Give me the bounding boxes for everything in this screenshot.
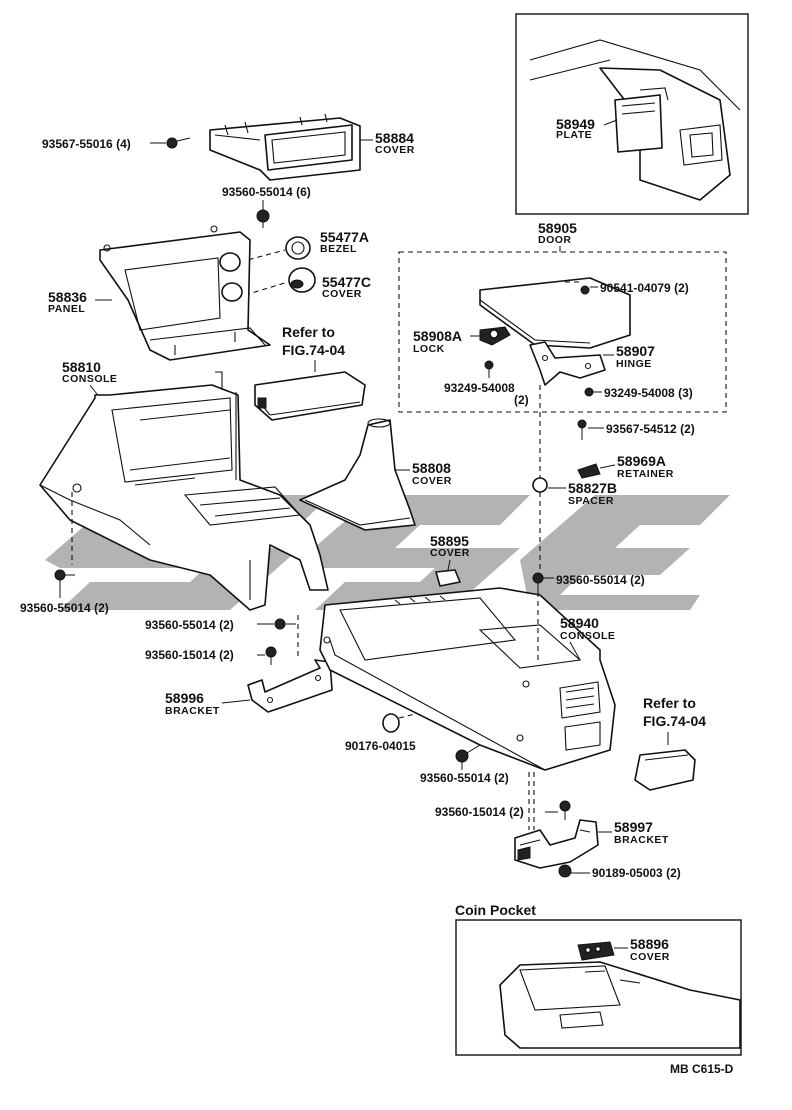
label-58907: 58907 — [616, 343, 655, 359]
label-93249-54008-a-qty: (2) — [514, 393, 529, 407]
label-58905: 58905 — [538, 220, 577, 236]
panel-58836-part — [99, 225, 271, 361]
plate-part — [614, 94, 663, 153]
door-58905-part — [479, 277, 631, 349]
label-58895: 58895 — [430, 533, 469, 549]
label-58810: 58810 — [62, 359, 101, 375]
coin-pocket-part — [499, 961, 741, 1049]
label-58997: 58997 — [614, 819, 653, 835]
label-93560-55014-mid: 93560-55014 (2) — [145, 618, 234, 632]
refer-low-part — [634, 749, 696, 791]
label-55477c: 55477C — [322, 274, 371, 290]
label-93560-15014-mid: 93560-15014 (2) — [145, 648, 234, 662]
label-refer-top-1: Refer to — [282, 324, 335, 340]
label-58996: 58996 — [165, 690, 204, 706]
ashtray-part — [254, 371, 366, 421]
label-console-58940: CONSOLE — [560, 630, 615, 642]
label-door: DOOR — [538, 234, 572, 246]
label-cover-58884: COVER — [375, 144, 415, 156]
label-plate: PLATE — [556, 129, 592, 141]
cover-58808-part — [299, 418, 416, 531]
label-58884: 58884 — [375, 130, 414, 146]
label-90541-04079: 90541-04079 (2) — [600, 281, 689, 295]
label-cover-55477c: COVER — [322, 288, 362, 300]
label-93560-55014-low: 93560-55014 (2) — [420, 771, 509, 785]
label-58908a: 58908A — [413, 328, 462, 344]
label-58827b: 58827B — [568, 480, 617, 496]
label-58808: 58808 — [412, 460, 451, 476]
bezel-55477a-part — [285, 236, 311, 260]
screw-93560-55014-low — [455, 744, 481, 763]
footer-code: MB C615-D — [670, 1062, 734, 1076]
label-lock: LOCK — [413, 343, 445, 355]
label-refer-low-1: Refer to — [643, 695, 696, 711]
screw-93249-54008-b — [584, 387, 602, 397]
plug-90176-part — [382, 713, 400, 733]
screw-93560-55014-mid — [274, 618, 296, 630]
retainer-58969a-part — [577, 463, 601, 479]
bracket-58996-part — [247, 659, 333, 713]
label-58896: 58896 — [630, 936, 669, 952]
label-58949: 58949 — [556, 116, 595, 132]
label-bezel: BEZEL — [320, 243, 357, 255]
cover-58895-part — [435, 569, 461, 587]
label-93560-55014-left: 93560-55014 (2) — [20, 601, 109, 615]
cover-58884-part — [209, 113, 361, 181]
nut-90189-05003 — [558, 864, 572, 878]
label-panel: PANEL — [48, 303, 85, 315]
label-93560-55014-right: 93560-55014 (2) — [556, 573, 645, 587]
spacer-58827b-part — [532, 477, 548, 493]
label-90176-04015: 90176-04015 — [345, 739, 416, 753]
label-93560-55014-6: 93560-55014 (6) — [222, 185, 311, 199]
screw-93560-15014-low — [559, 800, 571, 820]
cover-58896-part — [577, 941, 615, 961]
label-spacer: SPACER — [568, 495, 614, 507]
label-cover-58808: COVER — [412, 475, 452, 487]
label-refer-low-2: FIG.74-04 — [643, 713, 706, 729]
label-93567-54512: 93567-54512 (2) — [606, 422, 695, 436]
screw-93567-54512 — [577, 419, 587, 440]
hinge-58907-part — [529, 341, 606, 386]
console-58940-part — [319, 587, 616, 771]
cover-55477c-part — [288, 267, 316, 293]
label-console-58810: CONSOLE — [62, 373, 117, 385]
screw-93567-55016 — [166, 137, 191, 149]
screw-93560-55014-left — [54, 569, 75, 581]
inset-plate — [515, 13, 749, 215]
label-58836: 58836 — [48, 289, 87, 305]
label-cover-58895: COVER — [430, 547, 470, 559]
label-90189-05003: 90189-05003 (2) — [592, 866, 681, 880]
bracket-58997-part — [514, 819, 599, 869]
label-retainer: RETAINER — [617, 468, 674, 480]
screw-93560-55014-6 — [256, 209, 270, 228]
lock-58908a-part — [479, 326, 511, 346]
label-93249-54008-a: 93249-54008 — [444, 381, 515, 395]
label-cover-58896: COVER — [630, 951, 670, 963]
clip-90541-04079 — [580, 285, 590, 295]
label-55477a: 55477A — [320, 229, 369, 245]
label-93567-55016: 93567-55016 (4) — [42, 137, 131, 151]
screw-93560-15014-mid — [265, 646, 277, 665]
label-hinge: HINGE — [616, 358, 652, 370]
door-assembly-box — [398, 251, 727, 413]
screw-93249-54008-a — [484, 360, 494, 378]
label-bracket-58997: BRACKET — [614, 834, 669, 846]
label-93560-15014-low: 93560-15014 (2) — [435, 805, 524, 819]
label-bracket-58996: BRACKET — [165, 705, 220, 717]
label-93249-54008-b: 93249-54008 (3) — [604, 386, 693, 400]
label-coin-pocket: Coin Pocket — [455, 902, 536, 918]
label-refer-top-2: FIG.74-04 — [282, 342, 345, 358]
console-58810-part — [39, 371, 329, 611]
label-58969a: 58969A — [617, 453, 666, 469]
label-58940: 58940 — [560, 615, 599, 631]
